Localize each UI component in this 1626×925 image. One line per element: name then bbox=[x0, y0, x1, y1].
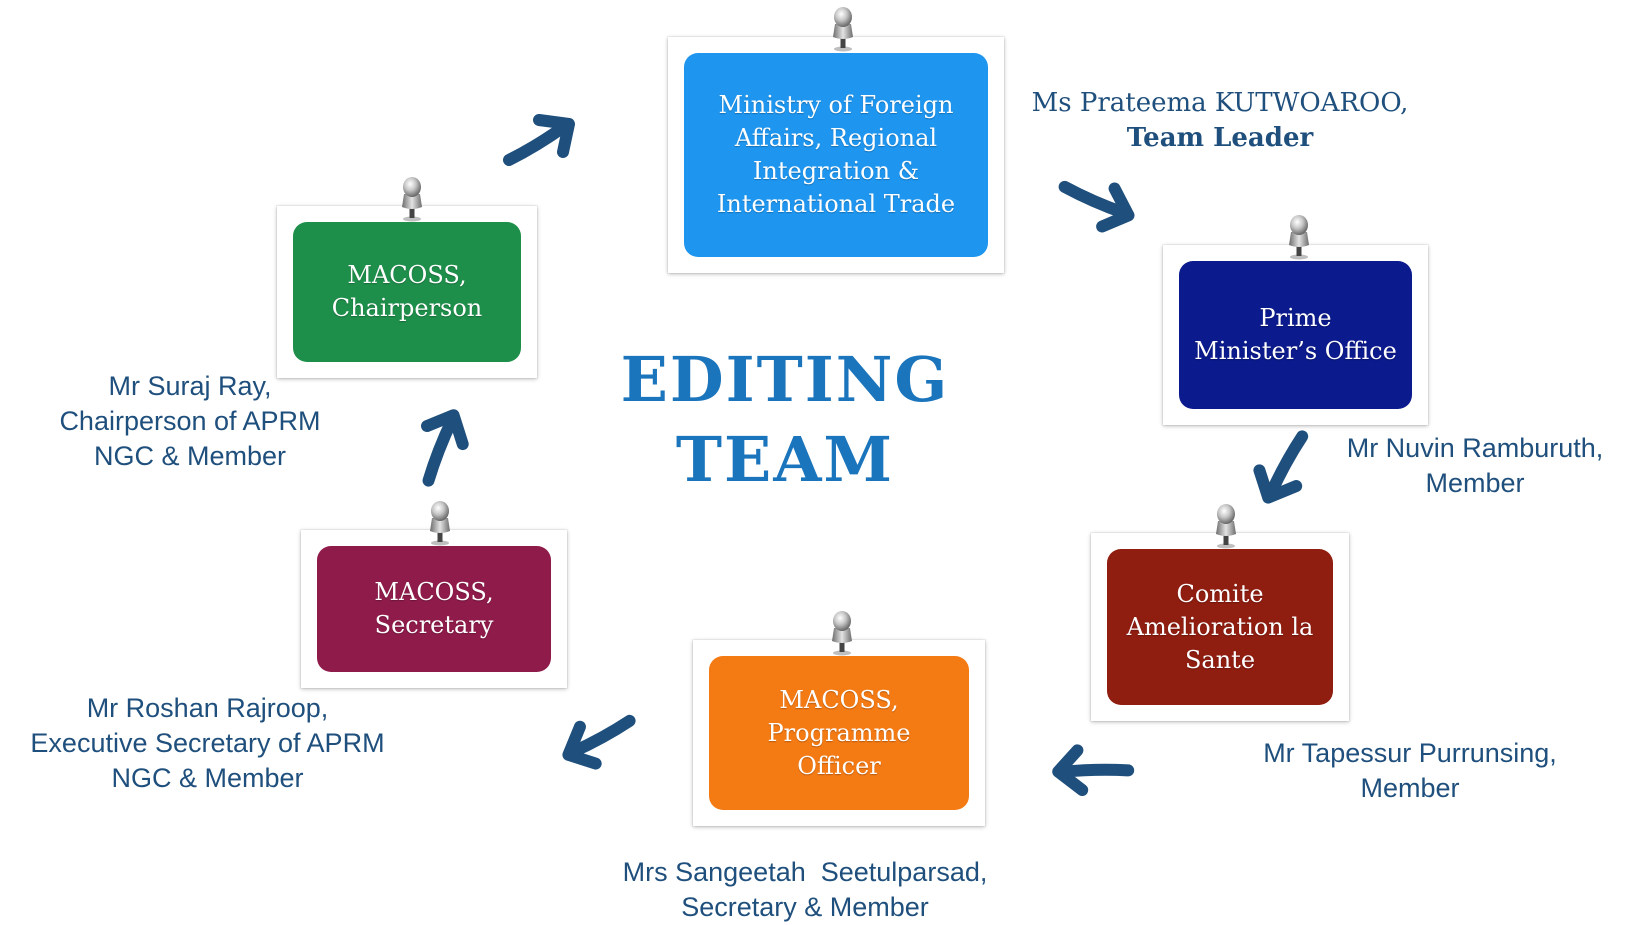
label-nuvin: Mr Nuvin Ramburuth, Member bbox=[1330, 431, 1620, 501]
title-line-2: TEAM bbox=[675, 423, 895, 496]
suraj-role: Chairperson of APRM bbox=[59, 406, 321, 436]
label-sangeetah: Mrs Sangeetah Seetulparsad, Secretary & … bbox=[590, 855, 1020, 925]
card-chairperson: MACOSS, Chairperson bbox=[277, 206, 537, 378]
card-programme: MACOSS, Programme Officer bbox=[693, 640, 985, 826]
roshan-role: Executive Secretary of APRM bbox=[30, 728, 385, 758]
card-ministry: Ministry of Foreign Affairs, Regional In… bbox=[668, 37, 1004, 273]
roshan-role-line-3: NGC & Member bbox=[111, 763, 304, 793]
arrow-ministry-to-pmo-icon bbox=[1052, 156, 1147, 256]
suraj-role-line-3: NGC & Member bbox=[93, 441, 287, 471]
sangeetah-role: Secretary & Member bbox=[681, 892, 929, 922]
card-ministry-label: Ministry of Foreign Affairs, Regional In… bbox=[684, 53, 988, 257]
tapessur-name: Mr Tapessur Purrunsing, bbox=[1263, 738, 1557, 768]
push-pin-icon bbox=[825, 610, 859, 656]
label-team-leader: Ms Prateema KUTWOAROO, Team Leader bbox=[1010, 86, 1430, 156]
label-suraj: Mr Suraj Ray, Chairperson of APRM NGC & … bbox=[35, 369, 345, 474]
label-roshan: Mr Roshan Rajroop, Executive Secretary o… bbox=[5, 691, 410, 796]
team-leader-role: Team Leader bbox=[1126, 123, 1314, 153]
card-health: Comite Amelioration la Sante bbox=[1091, 533, 1349, 721]
diagram-title: EDITING TEAM bbox=[610, 340, 960, 500]
card-programme-label: MACOSS, Programme Officer bbox=[709, 656, 969, 810]
card-secretary-label: MACOSS, Secretary bbox=[317, 546, 551, 672]
arrow-secretary-to-chair-icon bbox=[404, 397, 477, 486]
arrow-health-to-programme-icon bbox=[1038, 722, 1137, 814]
push-pin-icon bbox=[423, 500, 457, 546]
card-pmo: Prime Minister’s Office bbox=[1163, 245, 1428, 425]
card-secretary: MACOSS, Secretary bbox=[301, 530, 567, 688]
arrow-pmo-to-health-icon bbox=[1230, 424, 1329, 516]
title-line-1: EDITING bbox=[620, 343, 950, 416]
card-chairperson-label: MACOSS, Chairperson bbox=[293, 222, 521, 362]
sangeetah-name: Mrs Sangeetah Seetulparsad, bbox=[622, 857, 988, 887]
label-tapessur: Mr Tapessur Purrunsing, Member bbox=[1240, 736, 1580, 806]
tapessur-role: Member bbox=[1360, 773, 1460, 803]
suraj-name: Mr Suraj Ray, bbox=[108, 371, 272, 401]
push-pin-icon bbox=[1282, 214, 1316, 260]
arrow-chair-to-ministry-icon bbox=[505, 112, 585, 172]
card-health-label: Comite Amelioration la Sante bbox=[1107, 549, 1333, 705]
arrow-programme-to-secretary-icon bbox=[550, 693, 642, 792]
nuvin-role: Member bbox=[1425, 468, 1525, 498]
card-pmo-label: Prime Minister’s Office bbox=[1179, 261, 1412, 409]
push-pin-icon bbox=[1209, 503, 1243, 549]
roshan-name: Mr Roshan Rajroop, bbox=[86, 693, 329, 723]
push-pin-icon bbox=[826, 6, 860, 52]
nuvin-name: Mr Nuvin Ramburuth, bbox=[1346, 433, 1604, 463]
team-leader-name: Ms Prateema KUTWOAROO, bbox=[1031, 88, 1409, 118]
push-pin-icon bbox=[395, 176, 429, 222]
